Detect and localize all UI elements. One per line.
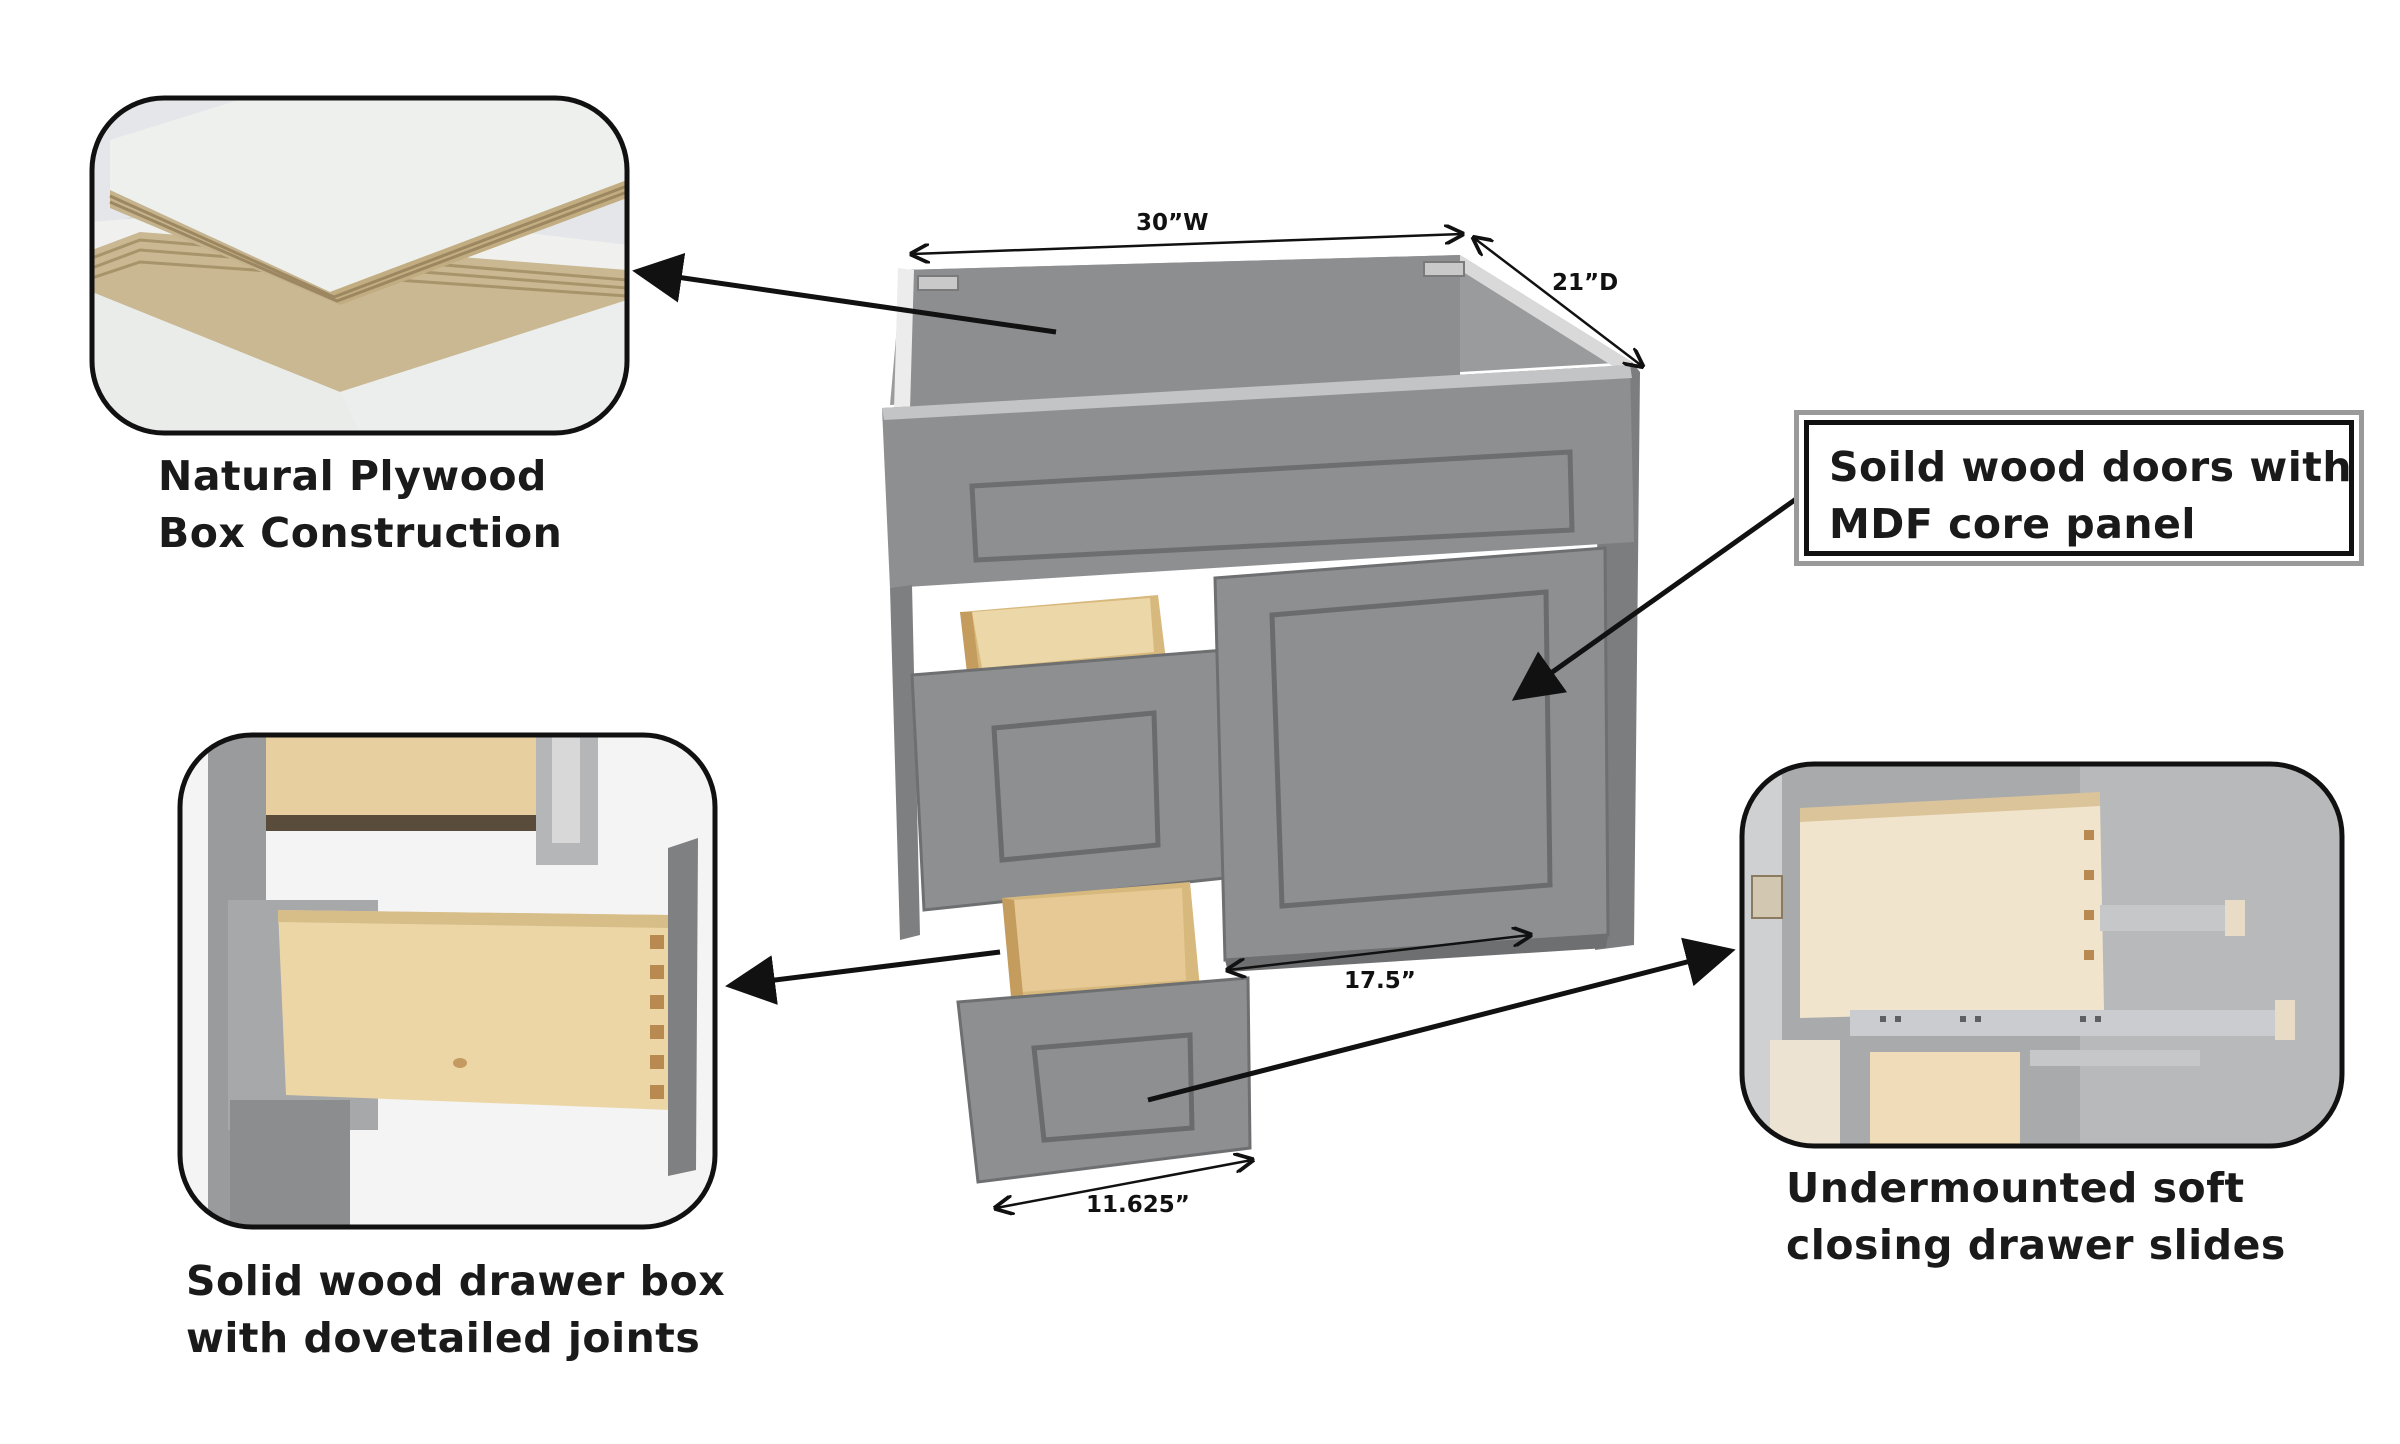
plywood-inset-image [89,95,630,436]
drawer-box-caption-line1: Solid wood drawer box [186,1257,726,1305]
dim-door-width-label: 17.5” [1344,968,1416,994]
doors-caption: Soild wood doors with MDF core panel [1809,425,2353,553]
slides-caption-line1: Undermounted soft [1786,1164,2245,1212]
dovetail-drawer-inset-image [177,732,718,1230]
arrow-plywood [632,252,1057,335]
vanity-cabinet-illustration [882,255,1640,1184]
dim-drawer-width-label: 11.625” [1086,1192,1190,1218]
plywood-caption-line2: Box Construction [158,509,563,557]
slides-caption: Undermounted soft closing drawer slides [1786,1160,2286,1274]
slides-caption-line2: closing drawer slides [1786,1221,2286,1269]
callout-arrows [632,252,1808,1103]
drawer-slides-inset-image [1739,761,2345,1149]
arrow-slides [1147,937,1736,1103]
doors-caption-line1: Soild wood doors with [1829,443,2353,491]
arrow-drawer-box [725,949,1001,1005]
doors-caption-line2: MDF core panel [1829,500,2196,548]
drawer-box-caption: Solid wood drawer box with dovetailed jo… [186,1253,725,1367]
dim-depth-label: 21”D [1552,270,1618,296]
plywood-caption-line1: Natural Plywood [158,452,547,500]
dimension-lines [912,234,1642,1208]
plywood-caption: Natural Plywood Box Construction [158,448,562,562]
arrow-doors [1511,489,1808,701]
dim-width-label: 30”W [1136,210,1209,236]
doors-caption-box: Soild wood doors with MDF core panel [1804,420,2354,556]
drawer-box-caption-line2: with dovetailed joints [186,1314,701,1362]
